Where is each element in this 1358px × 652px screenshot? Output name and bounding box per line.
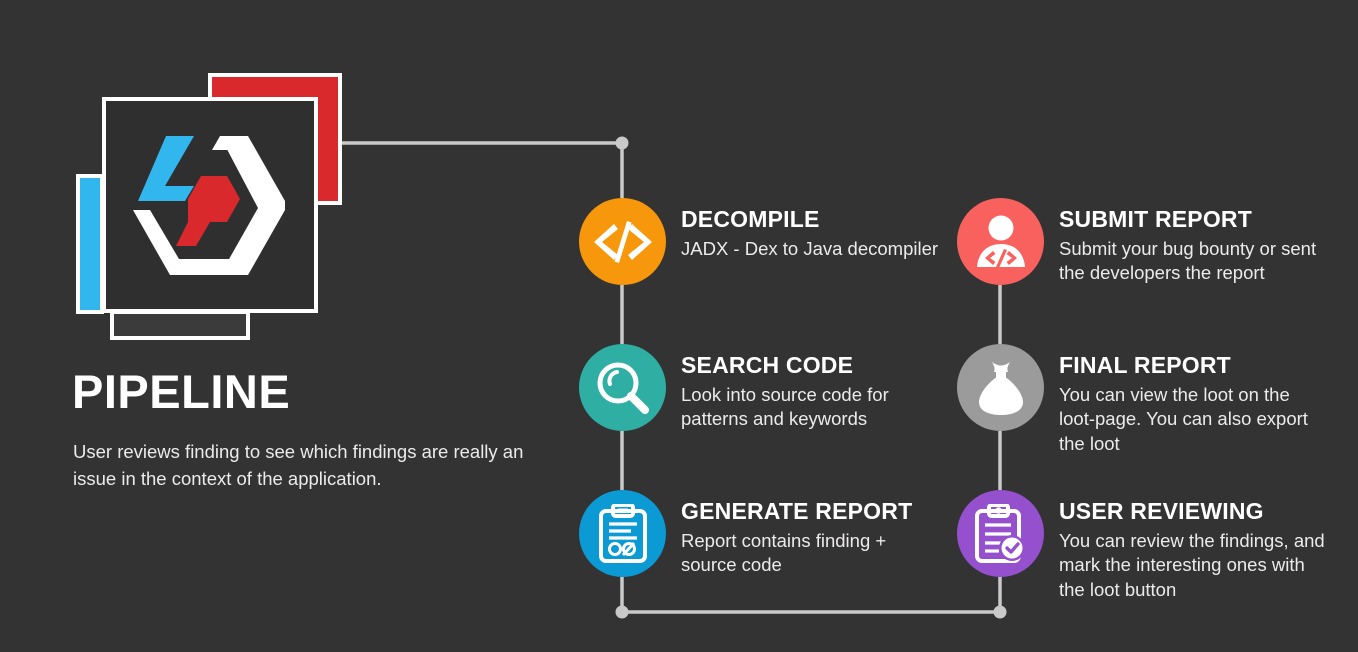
page-description: User reviews finding to see which findin… xyxy=(73,441,524,490)
search-code-icon-badge xyxy=(579,344,666,431)
pipeline-step-submit-report[interactable]: SUBMIT REPORT Submit your bug bounty or … xyxy=(957,198,1327,286)
pipeline-step-generate-report[interactable]: GENERATE REPORT Report contains finding … xyxy=(579,490,943,578)
submit-report-title: SUBMIT REPORT xyxy=(1059,206,1252,232)
clipboard-check-icon xyxy=(974,503,1025,563)
code-brackets-icon xyxy=(593,220,652,263)
submit-report-text: SUBMIT REPORT Submit your bug bounty or … xyxy=(1059,198,1327,286)
logo-card-blue xyxy=(76,174,104,314)
user-reviewing-text: USER REVIEWING You can review the findin… xyxy=(1059,490,1327,603)
pipeline-step-decompile[interactable]: DECOMPILE JADX - Dex to Java decompiler xyxy=(579,198,943,285)
final-report-description: You can view the loot on the loot-page. … xyxy=(1059,383,1308,455)
decompile-description: JADX - Dex to Java decompiler xyxy=(681,237,939,259)
user-developer-icon xyxy=(976,215,1025,268)
hexagon-code-mark-icon xyxy=(133,136,285,275)
generate-report-title: GENERATE REPORT xyxy=(681,498,913,524)
final-report-title: FINAL REPORT xyxy=(1059,352,1231,378)
clipboard-code-icon xyxy=(598,503,647,563)
decompile-icon-badge xyxy=(579,198,666,285)
pipeline-step-user-reviewing[interactable]: USER REVIEWING You can review the findin… xyxy=(957,490,1327,603)
user-reviewing-icon-badge xyxy=(957,490,1044,577)
generate-report-text: GENERATE REPORT Report contains finding … xyxy=(681,490,943,578)
final-report-icon-badge xyxy=(957,344,1044,431)
search-code-description: Look into source code for patterns and k… xyxy=(681,383,889,430)
decompile-title: DECOMPILE xyxy=(681,206,820,232)
pipeline-step-search-code[interactable]: SEARCH CODE Look into source code for pa… xyxy=(579,344,943,432)
search-code-title: SEARCH CODE xyxy=(681,352,854,378)
user-reviewing-description: You can review the findings, and mark th… xyxy=(1059,529,1325,601)
search-code-text: SEARCH CODE Look into source code for pa… xyxy=(681,344,943,432)
decompile-text: DECOMPILE JADX - Dex to Java decompiler xyxy=(681,198,943,261)
submit-report-description: Submit your bug bounty or sent the devel… xyxy=(1059,237,1317,284)
final-report-text: FINAL REPORT You can view the loot on th… xyxy=(1059,344,1327,457)
pipeline-step-final-report[interactable]: FINAL REPORT You can view the loot on th… xyxy=(957,344,1327,457)
app-logo-card-stack xyxy=(0,0,360,360)
logo-card-dark xyxy=(110,310,250,340)
generate-report-description: Report contains finding + source code xyxy=(681,529,887,576)
submit-report-icon-badge xyxy=(957,198,1044,285)
user-reviewing-title: USER REVIEWING xyxy=(1059,498,1264,524)
generate-report-icon-badge xyxy=(579,490,666,577)
loot-bag-icon xyxy=(978,361,1023,415)
page-title: PIPELINE xyxy=(72,365,291,418)
magnifying-glass-icon xyxy=(597,362,649,414)
